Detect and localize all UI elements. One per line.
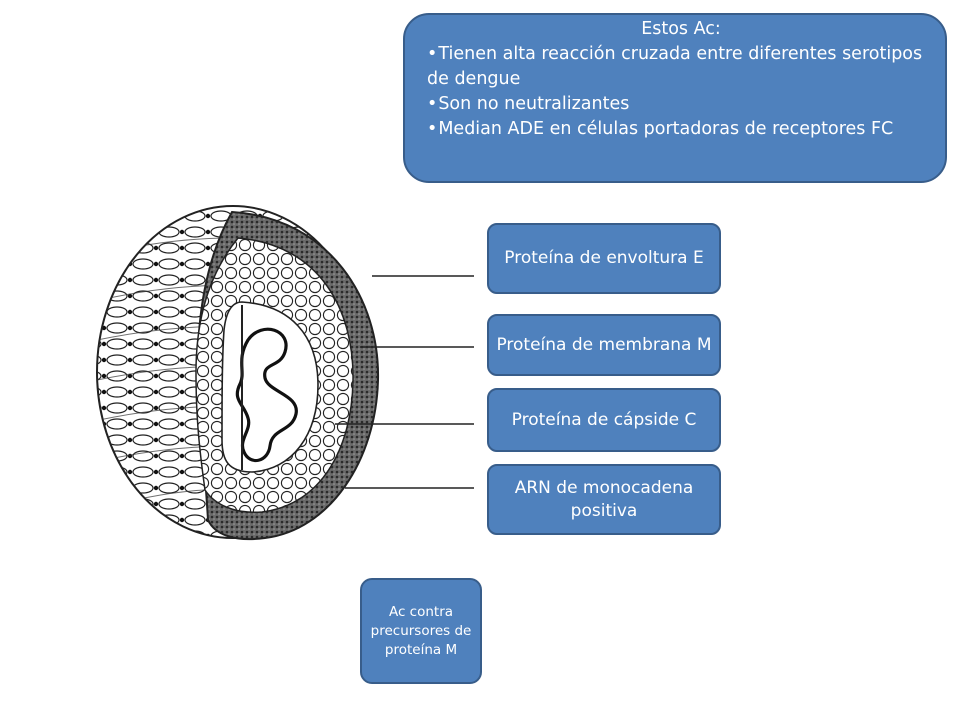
label-capsid-protein: Proteína de cápside C [487, 388, 721, 452]
label-envelope-protein: Proteína de envoltura E [487, 223, 721, 294]
callout-bullet: Son no neutralizantes [427, 92, 935, 117]
pointer-lines [335, 275, 474, 489]
label-rna: ARN de monocadena positiva [487, 464, 721, 535]
label-membrane-protein: Proteína de membrana M [487, 314, 721, 376]
label-text: Proteína de cápside C [511, 409, 697, 430]
callout-bullet-list: Tienen alta reacción cruzada entre difer… [427, 42, 935, 142]
callout-bullet: Median ADE en células portadoras de rece… [427, 117, 935, 142]
antibody-callout: Estos Ac: Tienen alta reacción cruzada e… [403, 13, 947, 183]
label-text: Proteína de membrana M [496, 334, 712, 355]
callout-heading: Estos Ac: [641, 19, 721, 39]
rna-strand [235, 327, 298, 463]
note-text: Ac contra precursores de proteína M [370, 603, 472, 658]
label-text: ARN de monocadena positiva [514, 477, 694, 521]
prm-antibody-note: Ac contra precursores de proteína M [360, 578, 482, 684]
callout-bullet: Tienen alta reacción cruzada entre difer… [427, 42, 935, 92]
label-text: Proteína de envoltura E [504, 248, 704, 268]
